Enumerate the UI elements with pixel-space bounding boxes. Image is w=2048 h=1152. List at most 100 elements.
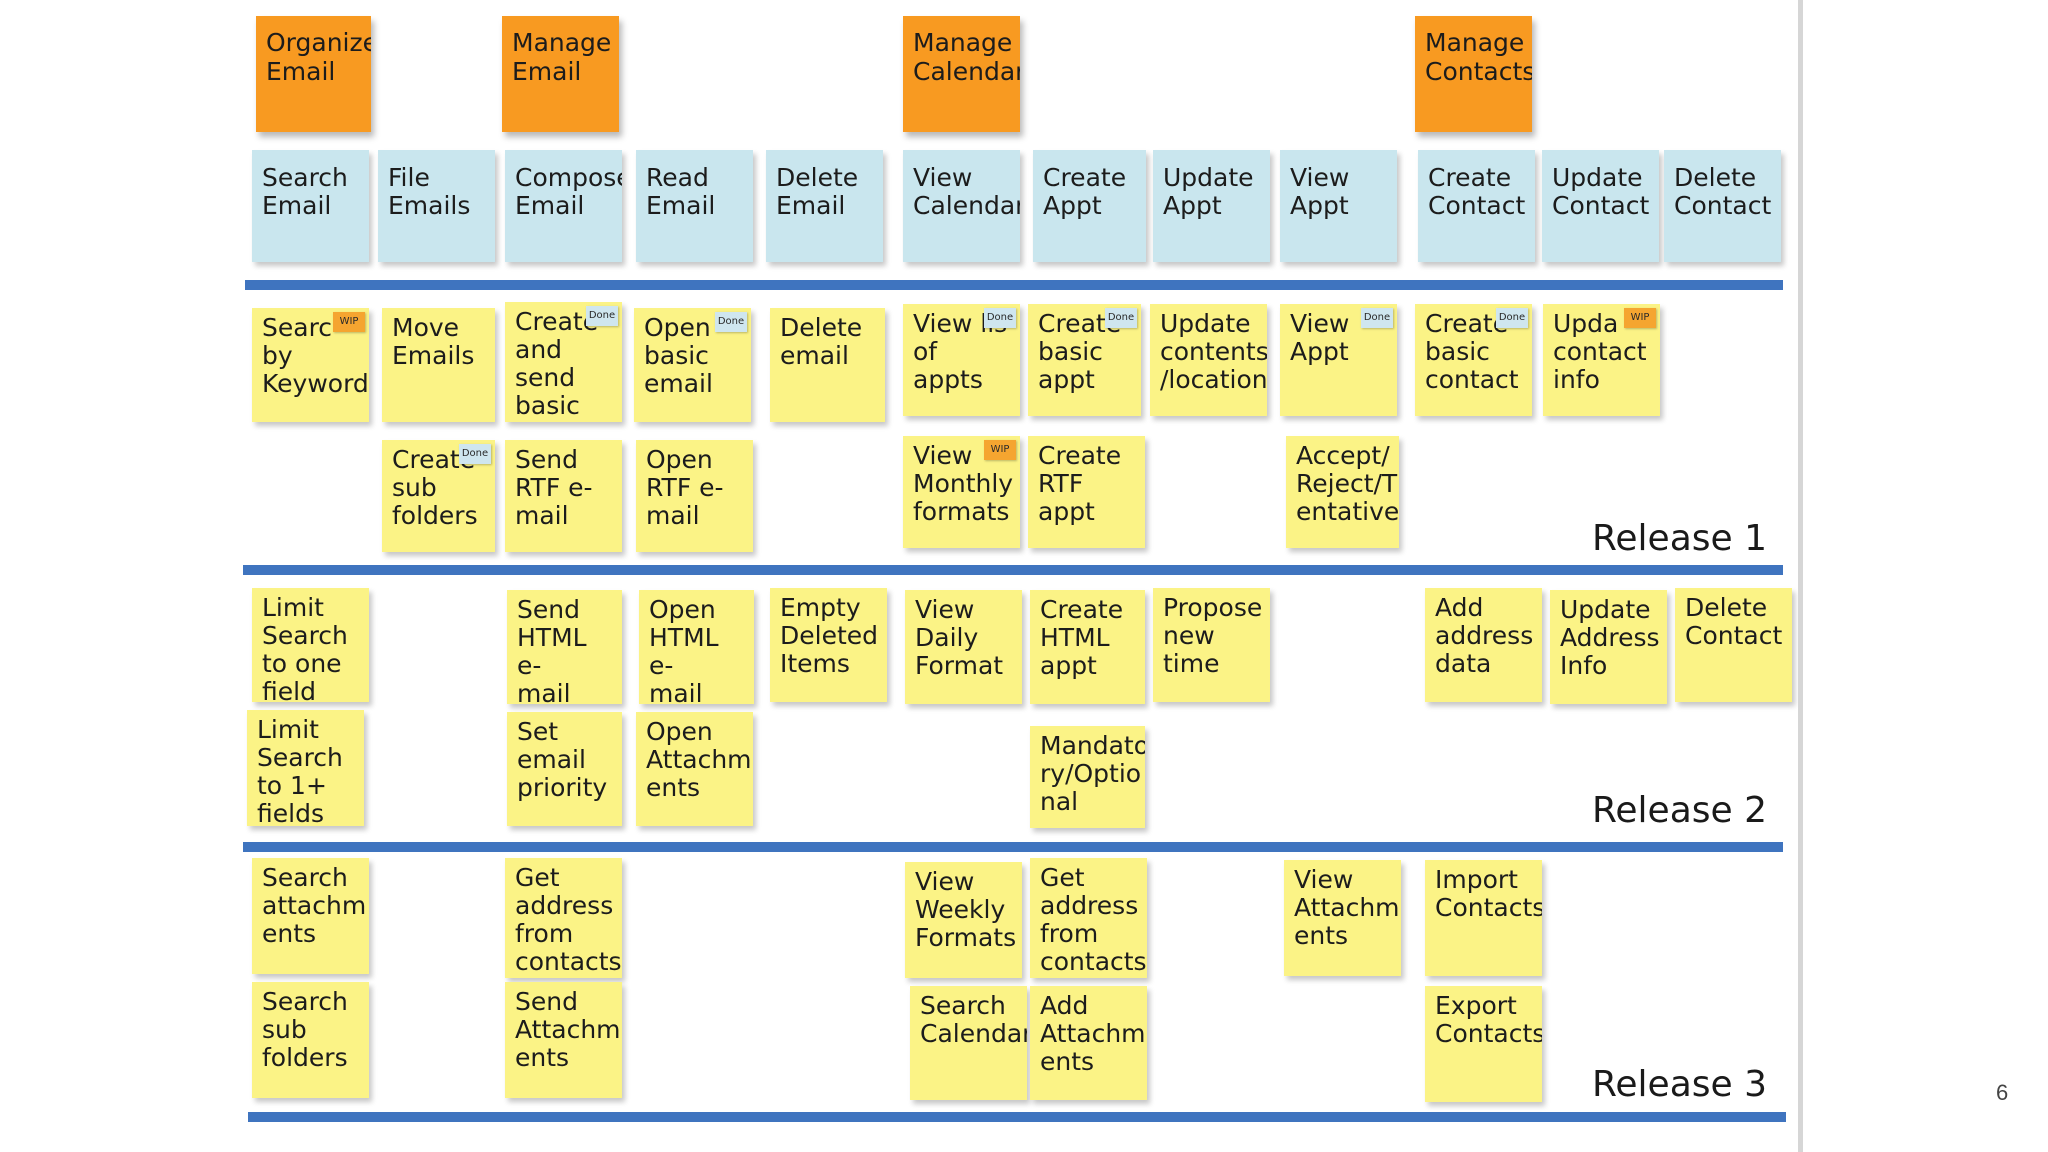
page-number: 6 [1996, 1080, 2009, 1105]
note-text: Send Attachm ents [515, 987, 621, 1072]
note-text: Empty Deleted Items [780, 593, 879, 678]
story-note-send-attachments: Send Attachm ents [505, 982, 622, 1098]
story-note-create-rtf-appt: Create RTF appt [1028, 436, 1145, 548]
note-text: Mandato ry/Optio nal [1040, 731, 1145, 816]
done-tag: Done [586, 306, 618, 326]
note-text: Search attachm ents [262, 863, 367, 948]
note-text: Organize Email [266, 28, 371, 86]
note-text: View Appt [1290, 163, 1350, 220]
note-text: Manage Contacts [1425, 28, 1532, 86]
task-note-delete-contact: Delete Contact [1664, 150, 1781, 262]
story-note-open-attachments: Open Attachm ents [636, 712, 753, 826]
story-note-send-html-email: Send HTML e- mail [507, 590, 622, 704]
done-tag: Done [715, 312, 747, 332]
activity-note-manage-contacts: Manage Contacts [1415, 16, 1532, 132]
task-note-file-emails: File Emails [378, 150, 495, 262]
note-text: Send RTF e- mail [515, 445, 593, 530]
story-note-get-address-from-contacts-email: Get address from contacts [505, 858, 622, 978]
note-text: Send HTML e- mail [517, 595, 587, 705]
story-note-search-attachments: Search attachm ents [252, 858, 369, 974]
story-note-limit-search-one-field: Limit Search to one field [252, 588, 369, 702]
note-text: View Calendar [913, 163, 1020, 220]
activity-note-manage-email: Manage Email [502, 16, 619, 132]
note-text: Set email priority [517, 717, 608, 802]
release-3-divider [248, 1112, 1786, 1122]
note-text: Propose new time [1163, 593, 1263, 678]
story-note-send-rtf-email: Send RTF e- mail [505, 440, 622, 552]
story-note-view-weekly-formats: View Weekly Formats [905, 862, 1022, 978]
story-note-get-address-from-contacts-cal: Get address from contacts [1030, 858, 1147, 978]
release-1-divider [243, 565, 1783, 575]
story-note-search-calendar: Search Calendar [910, 986, 1027, 1100]
note-text: Manage Calendar [913, 28, 1020, 86]
note-text: View Weekly Formats [915, 867, 1017, 952]
story-note-limit-search-1plus-fields: Limit Search to 1+ fields [247, 710, 364, 826]
done-tag: Done [1105, 308, 1137, 328]
note-text: Compose Email [515, 163, 622, 220]
note-text: Move Emails [392, 313, 475, 370]
note-text: Create Contact [1428, 163, 1526, 220]
task-note-view-calendar: View Calendar [903, 150, 1020, 262]
note-text: Add address data [1435, 593, 1534, 678]
task-note-update-contact: Update Contact [1542, 150, 1659, 262]
note-text: View Monthly formats [913, 441, 1014, 526]
note-text: Export Contacts [1435, 991, 1542, 1048]
wip-tag: WIP [333, 312, 365, 332]
story-note-view-daily-format: View Daily Format [905, 590, 1022, 704]
story-note-view-attachments: View Attachm ents [1284, 860, 1401, 976]
done-tag: Done [459, 444, 491, 464]
note-text: Delete email [780, 313, 863, 370]
note-text: Open Attachm ents [646, 717, 752, 802]
note-text: Open basic email [644, 313, 713, 398]
note-text: Update Address Info [1560, 595, 1660, 680]
note-text: Create Appt [1043, 163, 1127, 220]
done-tag: Done [1361, 308, 1393, 328]
story-note-propose-new-time: Propose new time [1153, 588, 1270, 702]
note-text: Delete Contact [1685, 593, 1783, 650]
note-text: View Daily Format [915, 595, 1004, 680]
note-text: Update Contact [1552, 163, 1650, 220]
note-text: Get address from contacts [1040, 863, 1147, 976]
release-3-label: Release 3 [1592, 1064, 1768, 1105]
story-note-add-address-data: Add address data [1425, 588, 1542, 702]
task-note-update-appt: Update Appt [1153, 150, 1270, 262]
note-text: Limit Search to 1+ fields [257, 715, 343, 827]
done-tag: Done [1496, 308, 1528, 328]
note-text: Get address from contacts [515, 863, 622, 976]
note-text: Search Calendar [920, 991, 1027, 1048]
note-text: Open RTF e- mail [646, 445, 724, 530]
note-text: Add Attachm ents [1040, 991, 1146, 1076]
story-note-add-attachments: Add Attachm ents [1030, 986, 1147, 1100]
note-text: Create RTF appt [1038, 441, 1122, 526]
story-note-open-html-email: Open HTML e- mail [639, 590, 754, 704]
note-text: Upda contact info [1553, 309, 1647, 394]
story-note-update-contents-location: Update contents /location [1150, 304, 1267, 416]
slide-edge-line [1798, 0, 1803, 1152]
note-text: Manage Email [512, 28, 612, 86]
done-tag: Done [984, 308, 1016, 328]
task-note-delete-email: Delete Email [766, 150, 883, 262]
note-text: View Attachm ents [1294, 865, 1400, 950]
story-note-set-email-priority: Set email priority [507, 712, 622, 826]
note-text: Update Appt [1163, 163, 1254, 220]
wip-tag: WIP [984, 440, 1016, 460]
story-note-accept-reject-tentative: Accept/ Reject/T entative [1286, 436, 1399, 548]
story-note-search-sub-folders: Search sub folders [252, 982, 369, 1098]
activity-note-organize-email: Organize Email [256, 16, 371, 132]
release-2-label: Release 2 [1592, 790, 1768, 831]
story-note-empty-deleted-items: Empty Deleted Items [770, 588, 887, 702]
release-2-divider [243, 842, 1783, 852]
release-1-label: Release 1 [1592, 518, 1768, 559]
story-note-import-contacts: Import Contacts [1425, 860, 1542, 976]
note-text: Limit Search to one field [262, 593, 348, 703]
story-note-mandatory-optional: Mandato ry/Optio nal [1030, 726, 1145, 828]
note-text: Create HTML appt [1040, 595, 1124, 680]
task-note-read-email: Read Email [636, 150, 753, 262]
